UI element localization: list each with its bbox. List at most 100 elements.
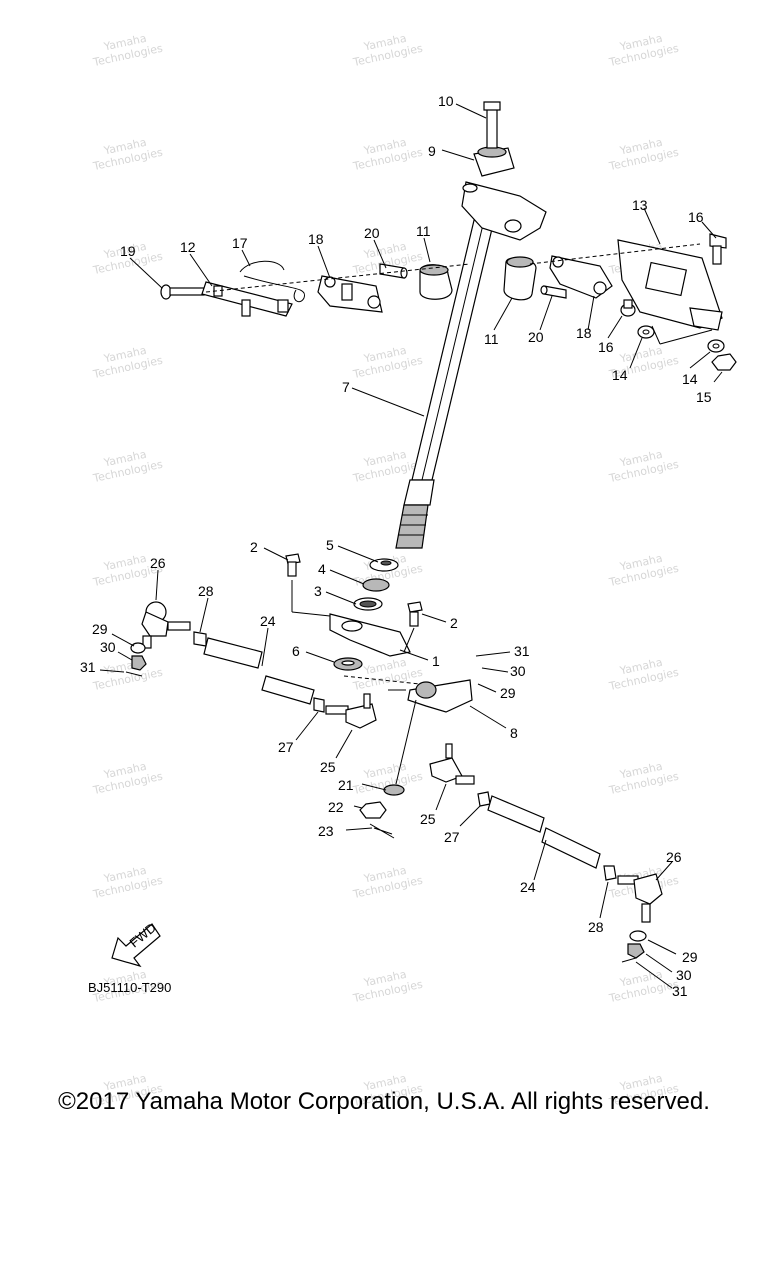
locknut-28-right	[603, 865, 617, 881]
cotter-pin-31-right	[621, 957, 637, 963]
locknut-27-left	[313, 697, 325, 713]
callout-26a: 26	[150, 555, 166, 571]
nut-22	[359, 801, 387, 819]
callout-18b: 18	[576, 325, 592, 341]
bolt-2-right	[407, 601, 423, 627]
watermark: YamahaTechnologies	[348, 965, 424, 1005]
tie-rod-end-26-left	[141, 601, 191, 649]
callout-11a: 11	[416, 223, 431, 239]
callout-18a: 18	[308, 231, 324, 247]
callout-23: 23	[318, 823, 334, 839]
callout-20b: 20	[528, 329, 544, 345]
tie-rod-end-25-left	[325, 693, 377, 729]
callout-4: 4	[318, 561, 326, 577]
callout-26b: 26	[666, 849, 682, 865]
callout-labels: 10 9 13 16 19 12 17 18 20 11 11 20 18 16…	[80, 93, 712, 999]
callout-14b: 14	[682, 371, 698, 387]
watermark: YamahaTechnologies	[88, 445, 164, 485]
callout-22: 22	[328, 799, 344, 815]
shaft-upper-bracket	[461, 181, 547, 241]
callout-2a: 2	[250, 539, 258, 555]
bolt-2-left	[285, 553, 301, 577]
washer-29-right	[629, 930, 647, 942]
callout-15: 15	[696, 389, 712, 405]
bolt-16-upper	[709, 233, 727, 265]
callout-11b: 11	[484, 331, 499, 347]
copyright-notice: ©2017 Yamaha Motor Corporation, U.S.A. A…	[58, 1088, 710, 1115]
holder-9	[473, 146, 515, 177]
callout-2b: 2	[450, 615, 458, 631]
watermark: YamahaTechnologies	[88, 757, 164, 797]
tie-rod-end-25-right	[429, 743, 475, 785]
plate-13	[617, 239, 723, 331]
nut-15	[711, 353, 737, 371]
callout-31c: 31	[672, 983, 688, 999]
tie-rod-24-left	[203, 637, 315, 705]
callout-1: 1	[432, 653, 440, 669]
callout-27a: 27	[278, 739, 294, 755]
callout-25a: 25	[320, 759, 336, 775]
callout-20a: 20	[364, 225, 380, 241]
callout-8: 8	[510, 725, 518, 741]
callout-24b: 24	[520, 879, 536, 895]
tie-rod-end-26-right	[617, 873, 663, 923]
callout-31a: 31	[80, 659, 96, 675]
callout-24a: 24	[260, 613, 276, 629]
callout-30a: 30	[100, 639, 116, 655]
bracket-18-right	[549, 255, 613, 299]
seal-4	[362, 578, 390, 592]
callout-16b: 16	[598, 339, 614, 355]
callout-6: 6	[292, 643, 300, 659]
callout-3: 3	[314, 583, 322, 599]
collar-20-right	[540, 285, 567, 299]
watermark: YamahaTechnologies	[348, 653, 424, 693]
callout-31b: 31	[514, 643, 530, 659]
seal-6	[333, 657, 363, 671]
callout-12: 12	[180, 239, 196, 255]
callout-28a: 28	[198, 583, 214, 599]
bushing-11-right	[503, 256, 537, 301]
watermark: YamahaTechnologies	[604, 133, 680, 173]
callout-16a: 16	[688, 209, 704, 225]
watermark: YamahaTechnologies	[604, 965, 680, 1005]
fwd-arrow-icon: FWD	[111, 920, 161, 968]
callout-29a: 29	[92, 621, 108, 637]
washer-29-left	[130, 642, 146, 654]
watermark: YamahaTechnologies	[604, 445, 680, 485]
watermark: YamahaTechnologies	[88, 133, 164, 173]
watermark: YamahaTechnologies	[88, 29, 164, 69]
watermark: YamahaTechnologies	[348, 133, 424, 173]
callout-17: 17	[232, 235, 248, 251]
watermark: YamahaTechnologies	[88, 341, 164, 381]
bolt-19	[160, 284, 205, 300]
callout-27b: 27	[444, 829, 460, 845]
callout-19: 19	[120, 243, 136, 259]
watermark: YamahaTechnologies	[88, 653, 164, 693]
bearing-3	[353, 597, 383, 611]
assembly-lines	[205, 243, 713, 785]
watermark: YamahaTechnologies	[88, 861, 164, 901]
callout-5: 5	[326, 537, 334, 553]
washer-14-left	[637, 325, 655, 339]
cotter-pin-31-left	[125, 671, 143, 677]
watermark: YamahaTechnologies	[604, 757, 680, 797]
callout-28b: 28	[588, 919, 604, 935]
bushing-11-left	[419, 264, 453, 300]
locknut-27-right	[477, 791, 491, 807]
bolt-16-lower	[620, 299, 636, 317]
watermark: YamahaTechnologies	[604, 653, 680, 693]
callout-13: 13	[632, 197, 648, 213]
watermark: YamahaTechnologies	[348, 341, 424, 381]
callout-30b: 30	[510, 663, 526, 679]
plate-12	[201, 281, 293, 317]
bracket-18-left	[317, 275, 383, 313]
cotter-pin-23	[369, 823, 395, 839]
washer-14-right	[707, 339, 725, 353]
callout-29c: 29	[682, 949, 698, 965]
watermark: YamahaTechnologies	[604, 549, 680, 589]
pitman-arm-8	[407, 679, 473, 713]
tie-rod-24-right	[487, 795, 601, 869]
nut-30-right	[627, 943, 645, 959]
callout-21: 21	[338, 777, 354, 793]
